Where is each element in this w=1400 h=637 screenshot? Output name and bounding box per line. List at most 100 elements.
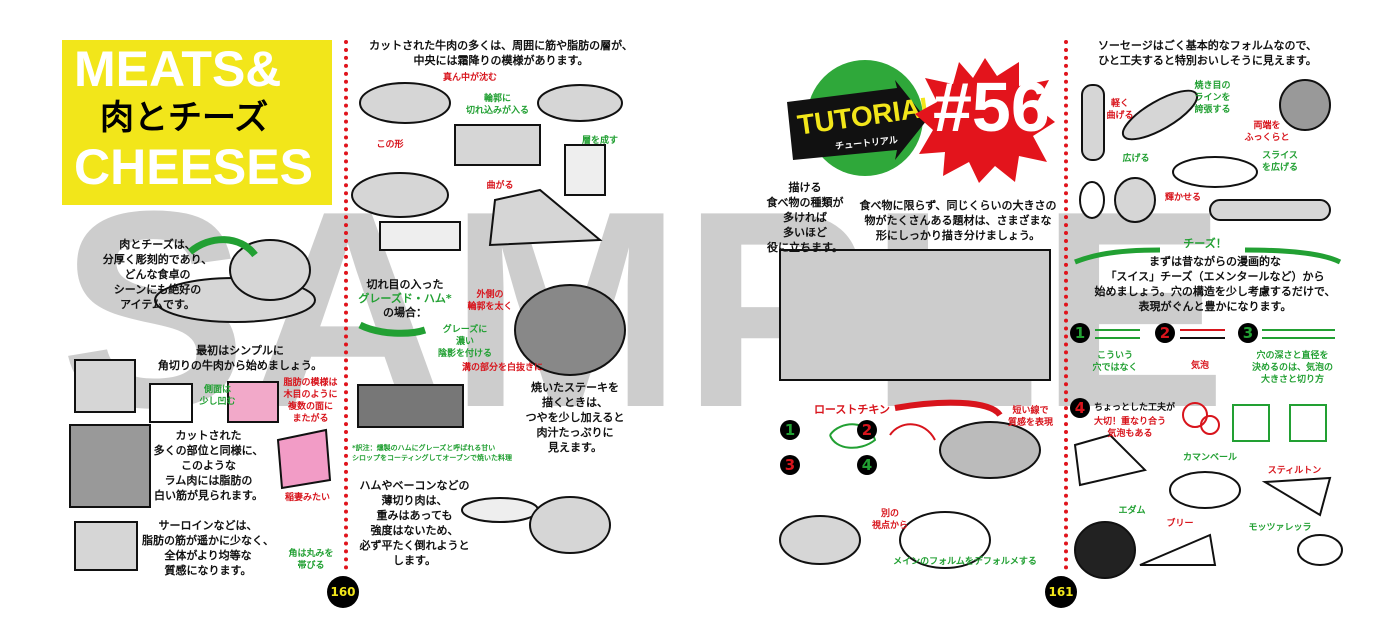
glazed-ham-suffix: の場合： bbox=[383, 306, 427, 319]
fat-strip-illustration bbox=[379, 221, 461, 251]
start-simple-text: 最初はシンプルに 角切りの牛肉から始めましょう。 bbox=[157, 344, 323, 372]
ham-illustration bbox=[229, 239, 311, 301]
step-3-badge: 3 bbox=[780, 455, 800, 475]
tutorial-number: #56 bbox=[933, 68, 1050, 146]
camembert-illustration bbox=[1169, 471, 1241, 509]
this-shape-note: この形 bbox=[376, 140, 404, 150]
page-divider-dotted-left bbox=[344, 40, 348, 570]
title-japanese: 肉とチーズ bbox=[100, 98, 269, 138]
not-this-hole-note: こういう 穴ではなく bbox=[1092, 351, 1138, 373]
similar-size-text: 食べ物に限らず、同じくらいの大きさの 物がたくさんある題材は、さまざまな 形にし… bbox=[859, 199, 1057, 242]
spread-slices-note: スライス を広げる bbox=[1261, 151, 1298, 173]
glazed-ham-name: グレーズド・ハム* bbox=[358, 292, 452, 305]
fat-pattern-note: 脂肪の模様は 木目のように 複数の面に またがる bbox=[283, 378, 338, 424]
cheese-intro-text: まずは昔ながらの漫画的な 「スイス」チーズ（エメンタールなど）から 始めましょう… bbox=[1094, 255, 1336, 313]
cheese-step-3-badge: 3 bbox=[1238, 323, 1258, 343]
shine-note: 輝かせる bbox=[1164, 193, 1201, 203]
intro-text: 肉とチーズは、 分厚く彫刻的であり、 どんな食卓の シーンにも絶好の アイテムで… bbox=[102, 238, 213, 311]
grill-lines-note: 焼き目の ラインを 誇張する bbox=[1194, 81, 1231, 115]
cheese-step-1-badge: 1 bbox=[1070, 323, 1090, 343]
arrow-banner-icon bbox=[787, 80, 927, 160]
sirloin-text: サーロインなどは、 脂肪の筋が遥かに少なく、 全体がより均等な 質感になります。 bbox=[142, 519, 274, 577]
deform-note: メインのフォルムをデフォルメする bbox=[893, 557, 1037, 567]
variety-text: 描ける 食べ物の種類が 多ければ 多いほど 役に立ちます。 bbox=[766, 181, 844, 254]
red-burst-icon bbox=[915, 58, 1055, 183]
camembert-label: カマンベール bbox=[1182, 453, 1237, 463]
steak-text: 焼いたステーキを 描くときは、 つやを少し加えると 肉汁たっぷりに 見えます。 bbox=[525, 381, 625, 454]
beef-cube-illustration bbox=[74, 359, 136, 413]
salami-illustration bbox=[1081, 84, 1105, 161]
glazed-ham-illustration bbox=[514, 284, 626, 376]
title-english-line2: CHEESES bbox=[74, 139, 313, 195]
short-lines-note: 短い線で 質感を表現 bbox=[1007, 406, 1053, 428]
other-view-note: 別の 視点から bbox=[871, 509, 908, 531]
groove-white-note: 溝の部分を白抜きに bbox=[461, 363, 543, 373]
edam-label: エダム bbox=[1118, 506, 1146, 516]
steak-illustration bbox=[454, 124, 541, 166]
spread-note: 広げる bbox=[1122, 154, 1150, 164]
title-english-line1: MEATS& bbox=[74, 41, 282, 97]
step-2-badge: 2 bbox=[857, 420, 877, 440]
sausage-slice-illustration bbox=[1079, 181, 1105, 219]
simple-cube-illustration bbox=[149, 383, 193, 423]
plump-ends-note: 両端を ふっくらと bbox=[1244, 121, 1290, 143]
chicken-illustration bbox=[779, 515, 861, 565]
cheese-heading: チーズ！ bbox=[1183, 237, 1227, 250]
layered-slices-illustration bbox=[564, 144, 606, 196]
brie-label: ブリー bbox=[1166, 519, 1194, 529]
steak-illustration bbox=[537, 84, 623, 122]
page-divider-dotted-right bbox=[1064, 40, 1068, 570]
deformed-chicken-illustration bbox=[899, 511, 991, 569]
page-number-right: 161 bbox=[1045, 576, 1077, 608]
step-4-badge: 4 bbox=[857, 455, 877, 475]
tbone-illustration bbox=[351, 172, 449, 218]
bubble-note: 気泡 bbox=[1190, 361, 1209, 371]
outline-notch-note: 輪郭に 切れ込みが入る bbox=[465, 94, 529, 116]
lightning-note: 稲妻みたい bbox=[284, 493, 330, 503]
sausage-cut-illustration bbox=[1114, 177, 1156, 223]
brie-illustration bbox=[1139, 533, 1217, 566]
sliced-meat-text: ハムやベーコンなどの 薄切り肉は、 重みはあっても 強度はないため、 必ず平たく… bbox=[359, 479, 470, 567]
step-1-badge: 1 bbox=[780, 420, 800, 440]
cheese-step-2-badge: 2 bbox=[1155, 323, 1175, 343]
stilton-label: スティルトン bbox=[1267, 466, 1322, 476]
hotdog-illustration bbox=[1172, 156, 1258, 188]
glaze-shadow-note: グレーズに 濃い 陰影を付ける bbox=[437, 325, 492, 359]
pink-meat-illustration bbox=[276, 428, 332, 490]
swiss-cheese-illustration bbox=[1073, 433, 1147, 487]
lamb-text: カットされた 多くの部位と同様に、 このような ラム肉には脂肪の 白い筋が見られ… bbox=[153, 429, 264, 502]
tutorial-number-burst: #56 bbox=[915, 58, 1055, 183]
glazed-ham-prefix: 切れ目の入った bbox=[366, 278, 444, 291]
mozzarella-label: モッツァレッラ bbox=[1248, 523, 1312, 533]
center-sinks-note: 真ん中が沈む bbox=[442, 73, 497, 83]
ring-sausage-illustration bbox=[1279, 79, 1331, 131]
marbled-cube-illustration bbox=[227, 381, 279, 423]
edam-illustration bbox=[1074, 521, 1136, 579]
hole-depth-note: 穴の深さと直径を 決めるのは、気泡の 大きさと切り方 bbox=[1251, 351, 1333, 385]
roast-chicken-label: ローストチキン bbox=[813, 403, 891, 416]
tutorial-badge: TUTORIAL チュートリアル bbox=[787, 60, 939, 190]
sirloin-illustration bbox=[74, 521, 138, 571]
grilled-steak-illustration bbox=[357, 384, 464, 428]
banquet-illustration bbox=[779, 249, 1051, 381]
cheese-step-4-badge: 4 bbox=[1070, 398, 1090, 418]
layers-note: 層を成す bbox=[581, 136, 618, 146]
side-dent-note: 側面は 少し凹む bbox=[199, 385, 236, 407]
page-number-left: 160 bbox=[327, 576, 359, 608]
tip-overlap-note: 大切！重なり合う 気泡もある bbox=[1093, 417, 1166, 439]
sliced-sausage-illustration bbox=[1209, 199, 1331, 221]
thick-outline-note: 外側の 輪郭を太く bbox=[467, 290, 513, 312]
roast-chicken-illustration bbox=[939, 421, 1041, 479]
bends-note: 曲がる bbox=[486, 181, 514, 191]
lamb-cut-illustration bbox=[69, 424, 151, 508]
ham-illustration bbox=[529, 496, 611, 554]
sausage-text: ソーセージはごく基本的なフォルムなので、 ひと工夫すると特別おいしそうに見えます… bbox=[1097, 39, 1318, 67]
chapter-title-block: MEATS& 肉とチーズ CHEESES bbox=[62, 40, 332, 205]
bend-lightly-note: 軽く 曲げる bbox=[1106, 99, 1134, 121]
tip-text: ちょっとした工夫が bbox=[1094, 403, 1176, 413]
steak-illustration bbox=[359, 82, 451, 124]
rounded-corners-note: 角は丸みを 帯びる bbox=[288, 549, 334, 571]
cut-beef-text: カットされた牛肉の多くは、周囲に筋や脂肪の層が、 中央には霜降りの模様があります… bbox=[369, 39, 633, 67]
mozzarella-illustration bbox=[1297, 534, 1343, 566]
